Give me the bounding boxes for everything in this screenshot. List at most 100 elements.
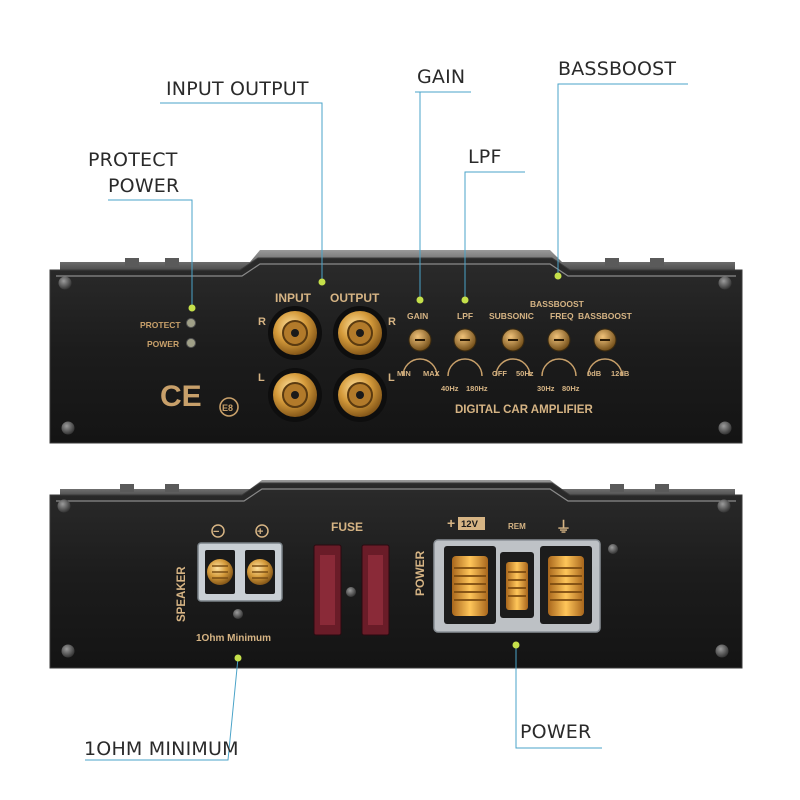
callout-bassboost: BASSBOOST bbox=[558, 58, 677, 80]
rca-jack-output-right[interactable] bbox=[333, 306, 387, 360]
callout-dot bbox=[461, 296, 469, 304]
fuse-label: FUSE bbox=[331, 520, 363, 534]
fin-tab bbox=[120, 484, 134, 492]
front-panel-body bbox=[49, 257, 743, 444]
callout-dot bbox=[512, 641, 520, 649]
rca-jack-input-right[interactable] bbox=[268, 306, 322, 360]
fuse-right[interactable] bbox=[361, 544, 390, 636]
panel-highlight bbox=[56, 488, 736, 502]
speaker-terminal-block[interactable] bbox=[197, 542, 283, 602]
screw-icon bbox=[608, 544, 618, 554]
left-channel-label: L bbox=[258, 372, 265, 384]
speaker-label: SPEAKER bbox=[176, 566, 188, 622]
subsonic-min-label: OFF bbox=[492, 369, 507, 378]
panel-highlight bbox=[56, 263, 736, 277]
min-impedance-label: 1Ohm Minimum bbox=[196, 633, 271, 644]
protect-led-icon bbox=[186, 318, 196, 328]
callout-input-output: INPUT OUTPUT bbox=[166, 78, 309, 100]
bassboost-knob[interactable] bbox=[587, 328, 623, 377]
bassboost-knob-label: BASSBOOST bbox=[578, 311, 633, 321]
bassboost-freq-knob[interactable] bbox=[541, 328, 577, 377]
gain-knob[interactable] bbox=[402, 328, 438, 377]
rear-panel-body bbox=[49, 482, 743, 669]
screw-icon bbox=[718, 276, 732, 290]
boost-min-label: 0dB bbox=[587, 369, 602, 378]
callout-line-bassboost bbox=[557, 83, 688, 276]
fuse-left[interactable] bbox=[313, 544, 342, 636]
lpf-knob[interactable] bbox=[447, 328, 483, 377]
power-led-icon bbox=[186, 338, 196, 348]
screw-icon bbox=[233, 609, 243, 619]
plus-icon bbox=[255, 524, 269, 538]
power-label: POWER bbox=[413, 550, 427, 596]
plus-sign: + bbox=[257, 526, 263, 538]
callout-line-lpf bbox=[464, 171, 525, 300]
front-panel: PROTECT POWER CE E8 INPUT OUTPUT R R L L bbox=[49, 250, 743, 444]
e-mark: E8 bbox=[222, 403, 233, 413]
freq-max-label: 80Hz bbox=[562, 384, 580, 393]
power-led-label: POWER bbox=[147, 339, 179, 349]
subsonic-knob[interactable] bbox=[495, 328, 531, 377]
callout-lpf: LPF bbox=[468, 146, 502, 168]
fin-tab bbox=[165, 258, 179, 266]
screw-icon bbox=[57, 499, 71, 513]
rem-label: REM bbox=[508, 522, 526, 531]
gain-min-label: MIN bbox=[397, 369, 411, 378]
output-label: OUTPUT bbox=[330, 291, 380, 305]
ce-mark: CE bbox=[160, 380, 202, 413]
lpf-min-label: 40Hz bbox=[441, 384, 459, 393]
screw-icon bbox=[717, 499, 731, 513]
bassboost-freq-knob-label: FREQ bbox=[550, 311, 574, 321]
callout-gain: GAIN bbox=[417, 66, 466, 88]
callout-dots bbox=[188, 272, 562, 662]
gain-max-label: MAX bbox=[423, 369, 440, 378]
callout-lines bbox=[85, 83, 688, 761]
callout-dot bbox=[554, 272, 562, 280]
callout-power-top: POWER bbox=[108, 175, 180, 197]
callout-1ohm-minimum: 1OHM MINIMUM bbox=[84, 738, 239, 760]
freq-min-label: 30Hz bbox=[537, 384, 555, 393]
power-terminal-block[interactable] bbox=[433, 539, 601, 633]
gain-knob-label: GAIN bbox=[407, 311, 428, 321]
fin-tab bbox=[165, 484, 179, 492]
callout-dot bbox=[234, 654, 242, 662]
product-name: DIGITAL CAR AMPLIFIER bbox=[455, 404, 593, 416]
rear-panel: SPEAKER − + 1Ohm Minimum FUSE bbox=[49, 480, 743, 669]
screw-icon bbox=[61, 421, 75, 435]
fin-tab bbox=[650, 258, 664, 266]
lpf-max-label: 180Hz bbox=[466, 384, 488, 393]
callout-dot bbox=[318, 278, 326, 286]
callout-dot bbox=[188, 304, 196, 312]
minus-sign: − bbox=[213, 526, 219, 538]
fin-tab bbox=[610, 484, 624, 492]
bassboost-freq-top-label: BASSBOOST bbox=[530, 299, 585, 309]
plus-12v-sign: + bbox=[447, 515, 455, 531]
12v-badge bbox=[458, 517, 485, 530]
lpf-knob-label: LPF bbox=[457, 311, 473, 321]
screw-icon bbox=[715, 644, 729, 658]
screw-icon bbox=[718, 421, 732, 435]
left-channel-label: L bbox=[388, 372, 395, 384]
ground-icon: ⏚ bbox=[556, 519, 571, 536]
subsonic-knob-label: SUBSONIC bbox=[489, 311, 534, 321]
screw-icon bbox=[61, 644, 75, 658]
callout-line-power bbox=[515, 645, 602, 749]
callout-power-bottom: POWER bbox=[520, 721, 592, 743]
subsonic-max-label: 50Hz bbox=[516, 369, 534, 378]
callout-line-input-output bbox=[160, 102, 323, 282]
screw-icon bbox=[58, 276, 72, 290]
screw-icon bbox=[346, 587, 356, 597]
callout-line-protect bbox=[108, 199, 193, 308]
right-channel-label: R bbox=[258, 316, 266, 328]
rca-jack-input-left[interactable] bbox=[268, 368, 322, 422]
right-channel-label: R bbox=[388, 316, 396, 328]
rca-jack-output-left[interactable] bbox=[333, 368, 387, 422]
e-mark-icon bbox=[219, 397, 239, 417]
fin-tab bbox=[125, 258, 139, 266]
minus-icon bbox=[211, 524, 225, 538]
callout-dot bbox=[416, 296, 424, 304]
callout-protect: PROTECT bbox=[88, 149, 178, 171]
callout-line-1ohm bbox=[85, 657, 239, 761]
fin-tab bbox=[655, 484, 669, 492]
